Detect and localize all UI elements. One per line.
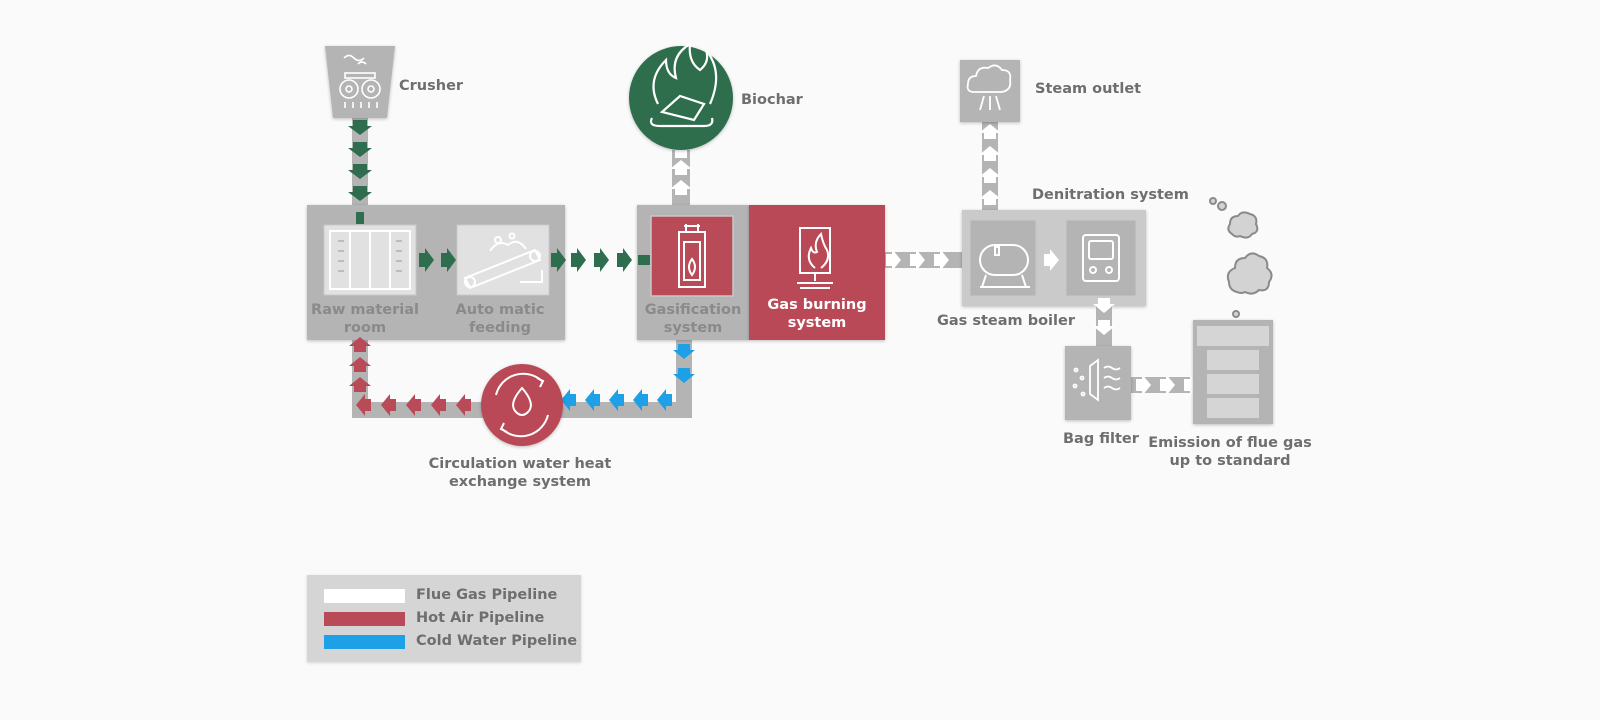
gas-burning-label-line1: Gas burning: [767, 297, 867, 313]
emission-label-line1: Emission of flue gas: [1148, 435, 1312, 451]
auto-feeding-label-line2: feeding: [468, 320, 532, 336]
cold-water-arrows: [561, 344, 695, 411]
automatic-feeding-icon: [456, 224, 550, 296]
hot-air-arrows: [349, 337, 471, 416]
raw-material-label-line1: Raw material: [311, 302, 419, 318]
smoke-icon: [1209, 197, 1273, 318]
auto-feeding-label-line1: Auto matic: [455, 302, 545, 318]
bag-filter-label: Bag filter: [1063, 431, 1139, 447]
legend-label: Flue Gas Pipeline: [416, 587, 558, 603]
crusher-icon: [325, 46, 395, 118]
steam-outlet-icon: [960, 60, 1020, 122]
steam-outlet-label: Steam outlet: [1035, 81, 1142, 97]
raw-material-room-icon: [323, 224, 417, 296]
raw-material-label-line2: room: [343, 320, 387, 336]
biochar-label: Biochar: [741, 92, 803, 108]
gasification-label-line1: Gasification: [644, 302, 742, 318]
raw-material-label: Raw material room: [305, 301, 425, 337]
green-feed-arrows: [348, 120, 650, 272]
circulation-water-icon: [481, 364, 563, 446]
denitration-label: Denitration system: [1032, 187, 1189, 203]
emission-label-line2: up to standard: [1169, 453, 1291, 469]
gasification-icon: [650, 215, 734, 297]
cold-water-swatch-icon: [324, 635, 405, 649]
biochar-icon: [629, 41, 733, 150]
flue-gas-arrows: [670, 124, 1199, 396]
chimney-icon: [1193, 320, 1273, 424]
gasification-label: Gasification system: [637, 301, 749, 337]
legend: Flue Gas Pipeline Hot Air Pipeline Cold …: [307, 575, 581, 662]
denitration-unit-icon: [1065, 219, 1137, 297]
bag-filter-icon: [1065, 346, 1131, 420]
circulation-label: Circulation water heat exchange system: [420, 455, 620, 491]
gasification-label-line2: system: [663, 320, 723, 336]
gas-burning-icon: [797, 227, 833, 289]
flue-gas-swatch-icon: [324, 589, 405, 603]
legend-label: Cold Water Pipeline: [416, 633, 578, 649]
circulation-label-line1: Circulation water heat: [428, 456, 612, 472]
legend-label: Hot Air Pipeline: [416, 610, 545, 626]
crusher-label: Crusher: [399, 78, 464, 94]
emission-label: Emission of flue gas up to standard: [1140, 434, 1320, 470]
gas-steam-boiler-label: Gas steam boiler: [937, 313, 1075, 329]
gas-burning-label-line2: system: [787, 315, 847, 331]
gas-steam-boiler-icon: [969, 219, 1037, 297]
auto-feeding-label: Auto matic feeding: [445, 301, 555, 337]
gas-burning-label: Gas burning system: [749, 296, 885, 332]
hot-air-swatch-icon: [324, 612, 405, 626]
circulation-label-line2: exchange system: [448, 474, 592, 490]
